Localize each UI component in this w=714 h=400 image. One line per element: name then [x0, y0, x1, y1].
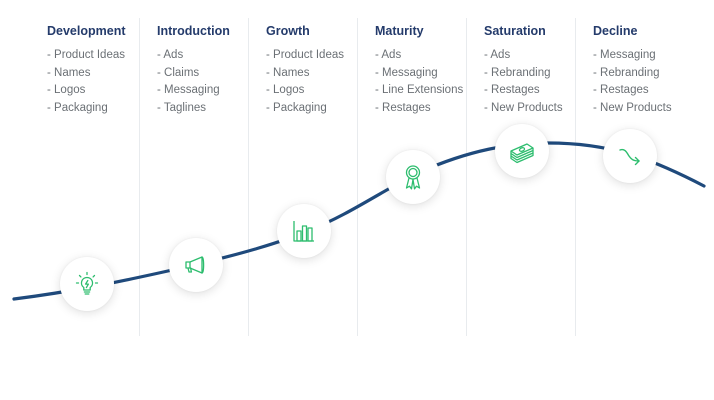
stage-item: - Claims: [157, 66, 200, 79]
stage-item: - Rebranding: [484, 66, 551, 79]
stage-badge-maturity: [386, 150, 440, 204]
stage-item: - Names: [47, 66, 91, 79]
stage-item: - Packaging: [47, 101, 108, 114]
stage-badge-growth: [277, 204, 331, 258]
stage-badge-introduction: [169, 238, 223, 292]
award-ribbon-icon: [405, 165, 421, 190]
money-stack-icon: [510, 143, 534, 164]
stage-title: Development: [47, 24, 126, 38]
lightbulb-icon: [75, 271, 99, 295]
stage-introduction: Introduction - Ads - Claims - Messaging …: [157, 24, 265, 117]
stage-item: - Ads: [484, 49, 511, 61]
stage-item: - Product Ideas: [266, 49, 344, 61]
column-divider: [466, 18, 467, 336]
stage-item: - Logos: [47, 84, 86, 96]
stage-item: - Taglines: [157, 101, 207, 114]
stage-badge-decline: [603, 129, 657, 183]
stage-item-list: - Ads - Claims - Messaging - Taglines: [157, 47, 265, 117]
stage-item: - New Products: [484, 101, 563, 114]
column-divider: [357, 18, 358, 336]
bar-chart-icon: [293, 221, 314, 242]
column-divider: [248, 18, 249, 336]
stage-decline: Decline - Messaging - Rebranding - Resta…: [593, 24, 701, 117]
stage-badge-saturation: [495, 124, 549, 178]
stage-title: Decline: [593, 24, 638, 38]
stage-item: - Product Ideas: [47, 49, 125, 61]
stage-development: Development - Product Ideas - Names - Lo…: [47, 24, 155, 117]
stage-item: - Messaging: [593, 49, 656, 61]
column-divider: [139, 18, 140, 336]
column-divider: [575, 18, 576, 336]
stage-item-list: - Ads - Messaging - Line Extensions - Re…: [375, 47, 483, 117]
stage-item: - Restages: [375, 101, 431, 114]
stage-saturation: Saturation - Ads - Rebranding - Restages…: [484, 24, 592, 117]
stage-item: - Restages: [484, 84, 540, 96]
stage-item-list: - Ads - Rebranding - Restages - New Prod…: [484, 47, 592, 117]
stage-item-list: - Product Ideas - Names - Logos - Packag…: [266, 47, 374, 117]
stage-growth: Growth - Product Ideas - Names - Logos -…: [266, 24, 374, 117]
stage-item: - Messaging: [375, 66, 438, 79]
stage-item: - Names: [266, 66, 310, 79]
stage-item: - Messaging: [157, 84, 220, 96]
stage-item: - Packaging: [266, 101, 327, 114]
stage-item: - Ads: [157, 49, 184, 61]
decline-arrow-icon: [619, 148, 640, 166]
stage-item-list: - Product Ideas - Names - Logos - Packag…: [47, 47, 155, 117]
stage-item-list: - Messaging - Rebranding - Restages - Ne…: [593, 47, 701, 117]
megaphone-icon: [185, 256, 205, 274]
stage-title: Saturation: [484, 24, 546, 38]
stage-maturity: Maturity - Ads - Messaging - Line Extens…: [375, 24, 483, 117]
stage-title: Introduction: [157, 24, 230, 38]
stage-badge-development: [60, 257, 114, 311]
stage-title: Maturity: [375, 24, 424, 38]
stage-item: - Restages: [593, 84, 649, 96]
stage-item: - Rebranding: [593, 66, 660, 79]
stage-item: - New Products: [593, 101, 672, 114]
stage-item: - Ads: [375, 49, 402, 61]
stage-item: - Line Extensions: [375, 84, 464, 96]
stage-item: - Logos: [266, 84, 305, 96]
stage-title: Growth: [266, 24, 310, 38]
